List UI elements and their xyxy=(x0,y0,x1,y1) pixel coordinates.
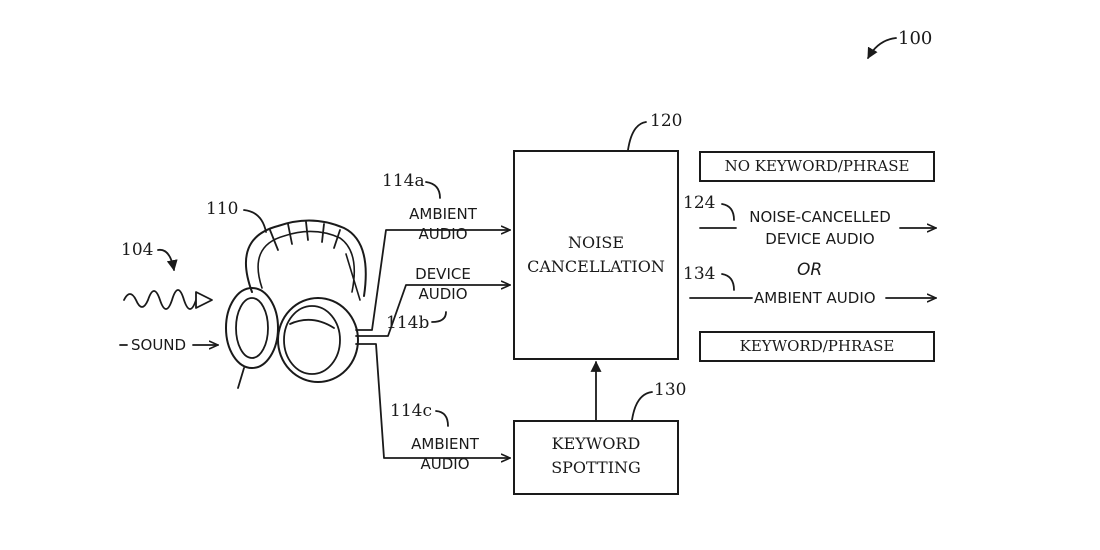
noise-cancellation-block xyxy=(513,150,679,360)
ref-110-leader xyxy=(243,209,267,233)
output-124-line2: DEVICE AUDIO xyxy=(765,230,875,248)
output-134-label: AMBIENT AUDIO xyxy=(754,289,876,307)
ref-124-leader xyxy=(721,203,735,221)
input-114c-label: AMBIENT AUDIO xyxy=(400,434,490,474)
input-wire-114c xyxy=(355,343,510,458)
output-124-label: NOISE-CANCELLED DEVICE AUDIO xyxy=(738,206,902,250)
ref-114c-leader xyxy=(435,410,449,427)
keyword-spotting-line2: SPOTTING xyxy=(551,458,641,477)
input-114a-label: AMBIENT AUDIO xyxy=(398,204,488,244)
ref-110: 110 xyxy=(206,199,239,219)
no-keyword-tag: NO KEYWORD/PHRASE xyxy=(699,151,935,182)
ref-114b-leader xyxy=(431,311,447,323)
input-wire-114b xyxy=(355,285,510,337)
ref-134-leader xyxy=(721,273,735,291)
ref-134: 134 xyxy=(683,264,716,284)
or-label: OR xyxy=(797,260,823,280)
input-114a-line2: AUDIO xyxy=(418,225,468,243)
ref-104-leader xyxy=(157,248,178,272)
keyword-tag: KEYWORD/PHRASE xyxy=(699,331,935,362)
ref-130-leader xyxy=(631,391,653,421)
ref-124: 124 xyxy=(683,193,716,213)
keyword-spotting-block xyxy=(513,420,679,495)
input-114c-line1: AMBIENT xyxy=(411,435,479,453)
ref-114a-leader xyxy=(425,181,441,199)
input-114a-line1: AMBIENT xyxy=(409,205,477,223)
noise-cancellation-line1: NOISE xyxy=(567,233,625,252)
input-wire-114a xyxy=(355,230,510,331)
input-114b-label: DEVICE AUDIO xyxy=(398,264,488,304)
output-124-line1: NOISE-CANCELLED xyxy=(749,208,891,226)
ref-114b: 114b xyxy=(386,313,430,333)
ref-130: 130 xyxy=(654,380,687,400)
headphones-illustration xyxy=(225,219,367,389)
figure-number: 100 xyxy=(898,28,933,49)
input-114b-line2: AUDIO xyxy=(418,285,468,303)
input-114b-line1: DEVICE xyxy=(415,265,471,283)
noise-cancellation-label: NOISE CANCELLATION xyxy=(513,231,679,279)
input-114c-line2: AUDIO xyxy=(420,455,470,473)
ref-104: 104 xyxy=(121,240,154,260)
ref-114a: 114a xyxy=(382,171,425,191)
ref-120-leader xyxy=(627,121,647,151)
sound-label: SOUND xyxy=(131,336,187,354)
ref-120: 120 xyxy=(650,111,683,131)
keyword-spotting-line1: KEYWORD xyxy=(551,434,641,453)
ref-114c: 114c xyxy=(390,401,432,421)
sound-wave xyxy=(123,289,197,310)
fig-100-leader xyxy=(867,37,897,59)
noise-cancellation-line2: CANCELLATION xyxy=(527,257,665,276)
sound-wave-arrow xyxy=(195,291,213,309)
keyword-spotting-label: KEYWORD SPOTTING xyxy=(513,432,679,480)
